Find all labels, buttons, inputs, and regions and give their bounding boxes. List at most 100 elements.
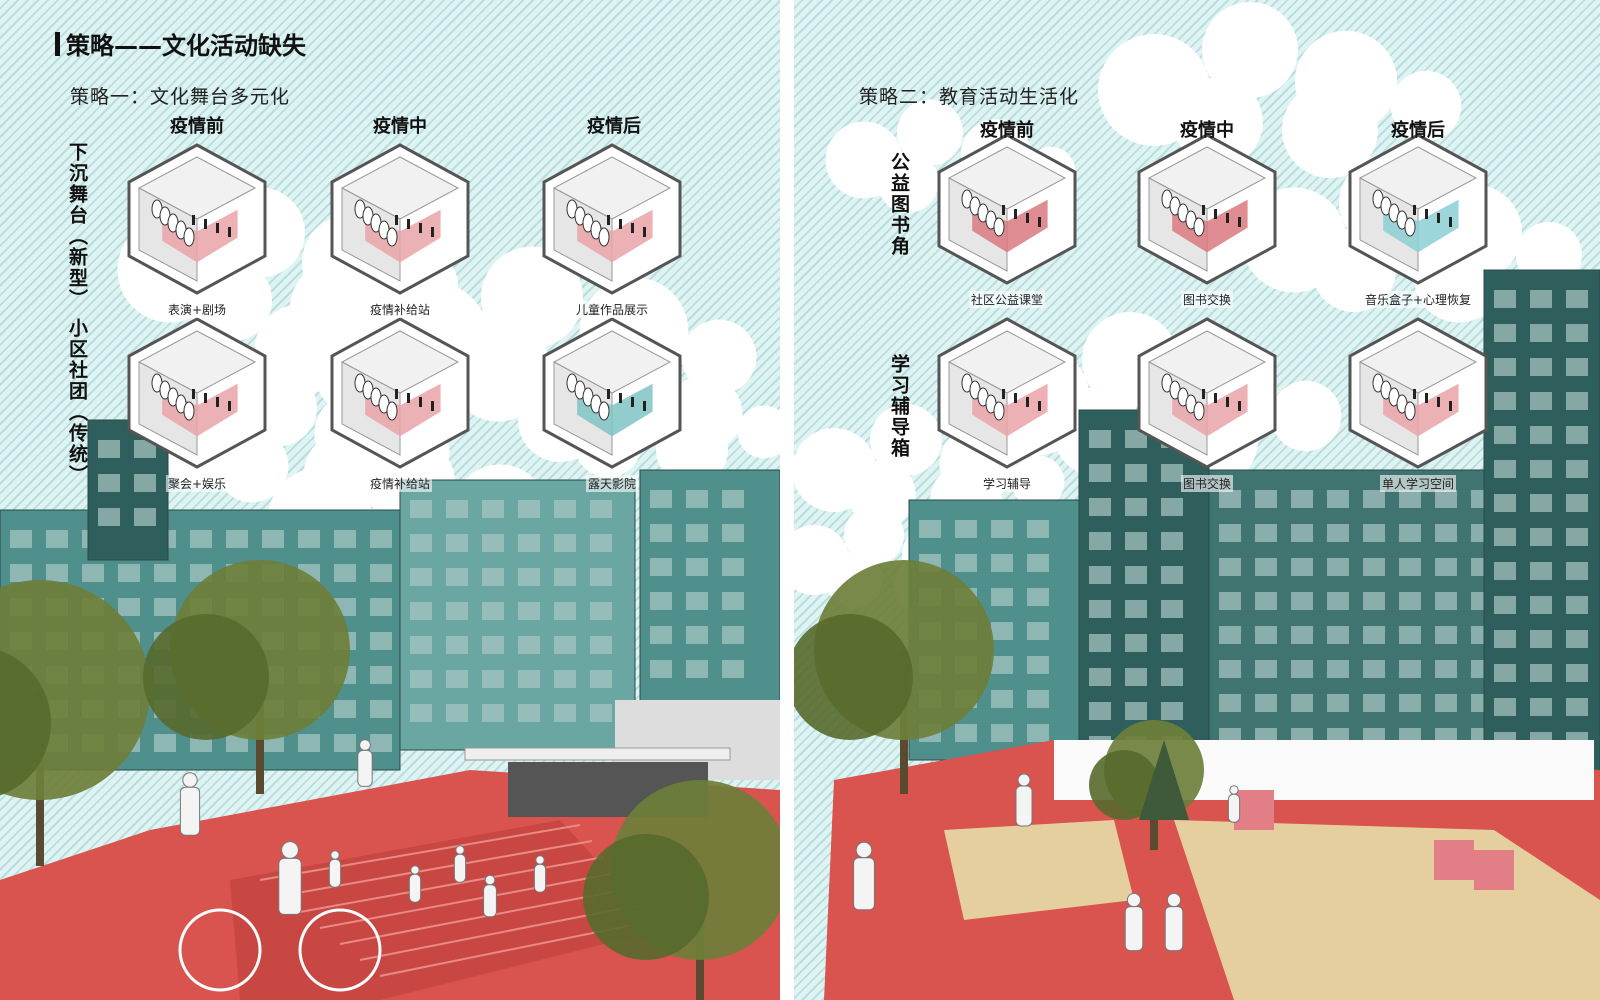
hex-scene-4 (1137, 317, 1277, 469)
window (1291, 558, 1313, 576)
window (1027, 554, 1049, 572)
person-icon (431, 227, 434, 237)
person-icon (1425, 209, 1428, 219)
window (1125, 464, 1147, 482)
hex-label: 露天影院 (585, 475, 639, 492)
window (370, 530, 392, 548)
window (1291, 490, 1313, 508)
window (1530, 324, 1552, 342)
window (410, 636, 432, 654)
window (590, 534, 612, 552)
person-head (330, 850, 340, 860)
cloud (681, 319, 757, 395)
person-body (1015, 785, 1033, 827)
hex-floor-accent (1383, 199, 1459, 253)
window (650, 592, 672, 610)
window (226, 530, 248, 548)
window (1530, 664, 1552, 682)
pine-tree (1139, 740, 1189, 820)
window (1363, 660, 1385, 678)
tree-icon (386, 401, 398, 421)
person-icon (1226, 397, 1229, 407)
window (1291, 524, 1313, 542)
hex-floor-accent (162, 209, 238, 263)
person-icon (407, 393, 410, 403)
column-header-during: 疫情中 (373, 116, 427, 137)
person-icon (607, 389, 610, 399)
person-head (455, 845, 465, 855)
right-scene-illustration (794, 2, 1600, 1000)
cloud (737, 405, 780, 459)
title-bar-icon (55, 31, 60, 56)
person-body (357, 749, 373, 787)
person-icon (1038, 217, 1041, 227)
window (334, 700, 356, 718)
window (1255, 558, 1277, 576)
window (1494, 698, 1516, 716)
cloud (481, 246, 583, 349)
window (1219, 524, 1241, 542)
person-body (179, 786, 201, 836)
window (118, 564, 140, 582)
person-icon (216, 397, 219, 407)
window (1089, 430, 1111, 448)
window (262, 530, 284, 548)
window (134, 508, 156, 526)
person-head (1229, 785, 1239, 795)
window (1566, 494, 1588, 512)
person-body (533, 863, 547, 893)
window (1530, 698, 1552, 716)
window (1530, 358, 1552, 376)
tree-canopy (143, 614, 269, 740)
screen-canopy (464, 747, 731, 761)
study-box (1434, 840, 1474, 880)
tree-icon (183, 227, 195, 247)
hex-scene-2 (1348, 133, 1488, 285)
window (722, 558, 744, 576)
window (1161, 464, 1183, 482)
hex-label: 音乐盒子+心理恢复 (1362, 291, 1474, 308)
window (1125, 498, 1147, 516)
window (10, 564, 32, 582)
person-icon (1002, 389, 1005, 399)
window (1027, 588, 1049, 606)
window (1566, 664, 1588, 682)
window (1219, 694, 1241, 712)
window (10, 530, 32, 548)
study-box (1234, 790, 1274, 830)
tree-canopy (1089, 750, 1159, 820)
person-body (483, 884, 497, 918)
window (650, 490, 672, 508)
cloud (1282, 82, 1378, 178)
hex-scene-3 (937, 317, 1077, 469)
tree-canopy (583, 834, 709, 960)
person-icon (395, 389, 398, 399)
window (134, 474, 156, 492)
window (1327, 558, 1349, 576)
person-icon (431, 401, 434, 411)
window (1125, 702, 1147, 720)
window (410, 602, 432, 620)
window (1363, 524, 1385, 542)
window (1125, 566, 1147, 584)
window (518, 500, 540, 518)
page-title: 策略——文化活动缺失 (55, 26, 306, 61)
tree-icon (183, 401, 195, 421)
window (1125, 430, 1147, 448)
window (1161, 668, 1183, 686)
tree-icon (1404, 401, 1416, 421)
person-icon (1238, 401, 1241, 411)
window (1435, 626, 1457, 644)
hex-floor-accent (972, 199, 1048, 253)
window (1089, 464, 1111, 482)
step-line (319, 872, 617, 929)
window (991, 588, 1013, 606)
hex-floor-accent (1383, 383, 1459, 437)
person-icon (631, 397, 634, 407)
window (554, 568, 576, 586)
person-icon (643, 227, 646, 237)
column-header-before: 疫情前 (980, 120, 1034, 141)
hex-scene-1 (1137, 133, 1277, 285)
strategy-two-panel: 策略二：教育活动生活化 疫情前 疫情中 疫情后 公益图书角 学习辅导箱 社区公益… (794, 0, 1600, 1000)
window (1027, 690, 1049, 708)
